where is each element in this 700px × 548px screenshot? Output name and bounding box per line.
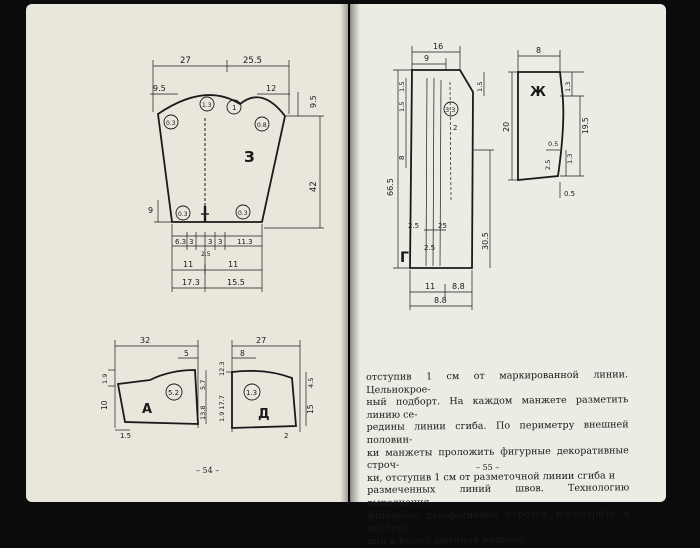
dim-Zh-left: 20: [502, 122, 511, 132]
dim-3-seg-4: 3: [218, 238, 222, 246]
dim-D-top-small: 8: [240, 349, 245, 358]
dim-3-top-right: 25.5: [243, 56, 262, 66]
dim-G-right-height: 30.5: [481, 232, 490, 250]
right-page: [350, 4, 666, 502]
body-line: размеченных линий швов. Технологию выпол…: [367, 482, 630, 509]
dim-3-half-left: 11: [183, 260, 193, 269]
right-page-body-text: отступив 1 см от маркированной линии. Це…: [366, 369, 630, 548]
dim-D-right-top: 4.5: [307, 378, 315, 388]
dim-Zh-inner-a: 0.5: [548, 140, 558, 148]
dim-3-right-top: 9.5: [309, 95, 318, 108]
pattern-A-letter: А: [142, 402, 152, 417]
dim-Zh-inner-c: 2.5: [544, 160, 552, 170]
dim-A-top-small: 5: [184, 349, 189, 358]
pattern-G-outline: [409, 69, 474, 269]
dim-3-seg-small: 2.5: [201, 251, 211, 258]
dim-G-right-top: 1.5: [476, 82, 484, 92]
body-line: отступив 1 см от маркированной линии. Це…: [366, 369, 629, 396]
pattern-3-outline: [157, 94, 286, 223]
mark-D: 1.3: [246, 389, 257, 397]
dim-G-inner-c: 2.5: [424, 244, 435, 252]
pattern-G-letter: Г: [400, 250, 409, 266]
dim-G-top-inner: 9: [424, 54, 429, 63]
dim-3-left-low: 9: [148, 206, 153, 215]
dim-3-right-height: 42: [309, 181, 319, 192]
mark-A: 5.2: [168, 389, 179, 397]
mark-3-tr: 0.8: [257, 122, 267, 129]
dim-3-seg-3: 3: [208, 238, 212, 246]
dim-3-seg-1: 6.3: [175, 238, 186, 246]
dim-D-top: 27: [256, 336, 266, 345]
pattern-A: [116, 369, 199, 425]
mark-3-tl: 0.3: [166, 120, 176, 127]
dim-3-top-left: 27: [180, 56, 191, 66]
mark-3-br: 0.3: [238, 210, 248, 217]
dim-Zh-right-height: 19.5: [581, 117, 590, 134]
left-page: [26, 4, 348, 502]
dim-3-seg-5: 11.3: [237, 238, 253, 246]
dim-A-right-bottom: 13.8: [199, 406, 207, 420]
dim-G-bottom-total: 8.8: [434, 296, 447, 305]
pattern-3-letter: З: [244, 148, 255, 166]
dim-3-shoulder-right: 12: [266, 84, 276, 93]
page-number-left: – 54 –: [196, 466, 220, 475]
dim-3-seg-2: 3: [189, 238, 193, 246]
dim-3-total-left: 17.3: [182, 278, 200, 287]
body-line: редины линии сгиба. По периметру внешней…: [366, 419, 629, 446]
pattern-D-outline: [231, 369, 297, 429]
dim-3-half-right: 11: [228, 260, 238, 269]
mark-3-bl: 0.3: [178, 211, 188, 218]
dim-Zh-bottom: 0.5: [564, 190, 575, 198]
body-line: ный подборт. На каждом манжете разметить…: [366, 394, 629, 421]
page-number-right: – 55 –: [476, 463, 500, 472]
pattern-G: [409, 69, 474, 269]
dim-G-inner-a: 25: [438, 222, 447, 230]
book-spread-scan: З 27 25.5 9.5 12 9.5 42 9 1.3 1 0.3 0.8 …: [26, 4, 666, 547]
dim-A-right-top: 5.7: [199, 380, 207, 390]
dim-Zh-inner-b: 1.3: [566, 154, 574, 164]
dim-G-left-c: 8: [398, 156, 406, 160]
dim-D-left-top: 12.3: [218, 362, 226, 376]
dim-3-shoulder-left: 9.5: [153, 84, 166, 93]
pattern-D-letter: Д: [258, 407, 270, 422]
dim-D-right-bottom: 15: [306, 404, 315, 414]
dim-3-total-right: 15.5: [227, 278, 245, 287]
pattern-Zh-letter: Ж: [530, 85, 546, 100]
dim-A-bottom: 1.5: [120, 432, 131, 440]
dim-D-left-bottom: 1.9 17.7: [218, 395, 226, 422]
dim-G-left-height: 66.5: [386, 178, 395, 196]
pattern-Zh-outline: [517, 71, 565, 181]
body-line: ции к вашей швейной машине.: [367, 534, 526, 547]
dim-Zh-right-top: 1.3: [564, 82, 572, 92]
book-gutter: [340, 4, 360, 502]
dim-D-bottom: 2: [284, 432, 288, 440]
pattern-3: [157, 94, 286, 223]
dim-A-left-bottom: 10: [100, 400, 109, 410]
mark-3-circle: 1: [232, 104, 236, 112]
mark-3-center: 1.3: [202, 102, 212, 109]
mark-G: 3.3: [445, 106, 455, 114]
dim-G-inner-b: 2.5: [408, 222, 419, 230]
pattern-Zh: [517, 71, 565, 181]
dim-G-top-outer: 16: [433, 42, 443, 51]
pattern-A-outline: [116, 369, 199, 425]
body-line: фигурных декоративных строчек посмотрите…: [367, 507, 630, 535]
pattern-D: [231, 369, 297, 429]
dim-A-left-top: 1.9: [101, 374, 109, 384]
dim-A-top: 32: [140, 336, 150, 345]
mark-G-2: 2: [453, 124, 457, 132]
dim-G-bottom-left: 11: [425, 282, 435, 291]
dim-G-bottom-right: 8.8: [452, 282, 465, 291]
dim-G-left-a: 1.5: [398, 82, 406, 92]
dim-Zh-top: 8: [536, 46, 541, 55]
pattern-drawings: З 27 25.5 9.5 12 9.5 42 9 1.3 1 0.3 0.8 …: [100, 42, 590, 440]
dim-G-left-b: 1.5: [398, 102, 406, 112]
